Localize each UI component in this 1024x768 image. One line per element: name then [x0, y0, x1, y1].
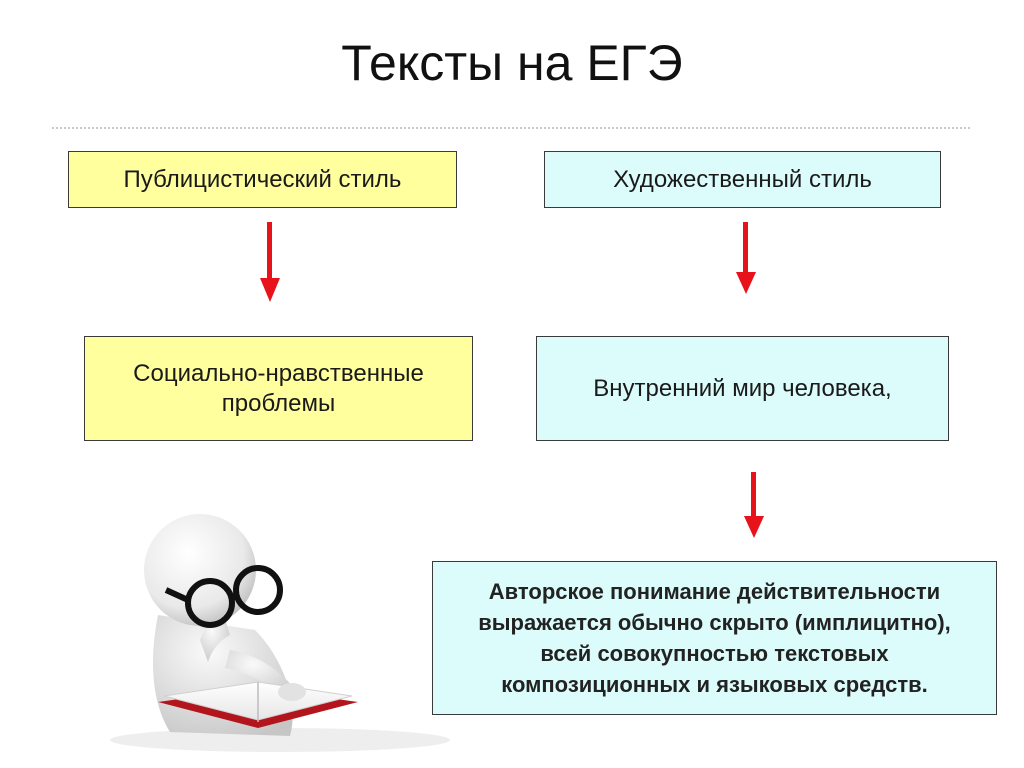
social-moral-problems-label: Социально-нравственные проблемы [105, 359, 452, 419]
publicistic-style-label: Публицистический стиль [124, 165, 402, 195]
conclusion-line-2: выражается обычно скрыто (имплицитно), [478, 607, 951, 638]
inner-world-box: Внутренний мир человека, [536, 336, 949, 441]
social-moral-problems-box: Социально-нравственные проблемы [84, 336, 473, 441]
author-understanding-box: Авторское понимание действительности выр… [432, 561, 997, 715]
artistic-style-box: Художественный стиль [544, 151, 941, 208]
artistic-style-label: Художественный стиль [613, 165, 872, 195]
conclusion-line-4: композиционных и языковых средств. [501, 669, 928, 700]
conclusion-line-3: всей совокупностью текстовых [540, 638, 888, 669]
publicistic-style-box: Публицистический стиль [68, 151, 457, 208]
slide-title: Тексты на ЕГЭ [0, 28, 1024, 98]
conclusion-line-1: Авторское понимание действительности [489, 576, 940, 607]
reading-figure-illustration [80, 440, 480, 760]
right-down-arrow-top [734, 222, 758, 294]
dotted-divider [52, 127, 970, 129]
right-down-arrow-bottom [742, 472, 766, 538]
left-down-arrow [258, 222, 282, 302]
inner-world-label: Внутренний мир человека, [593, 374, 891, 404]
